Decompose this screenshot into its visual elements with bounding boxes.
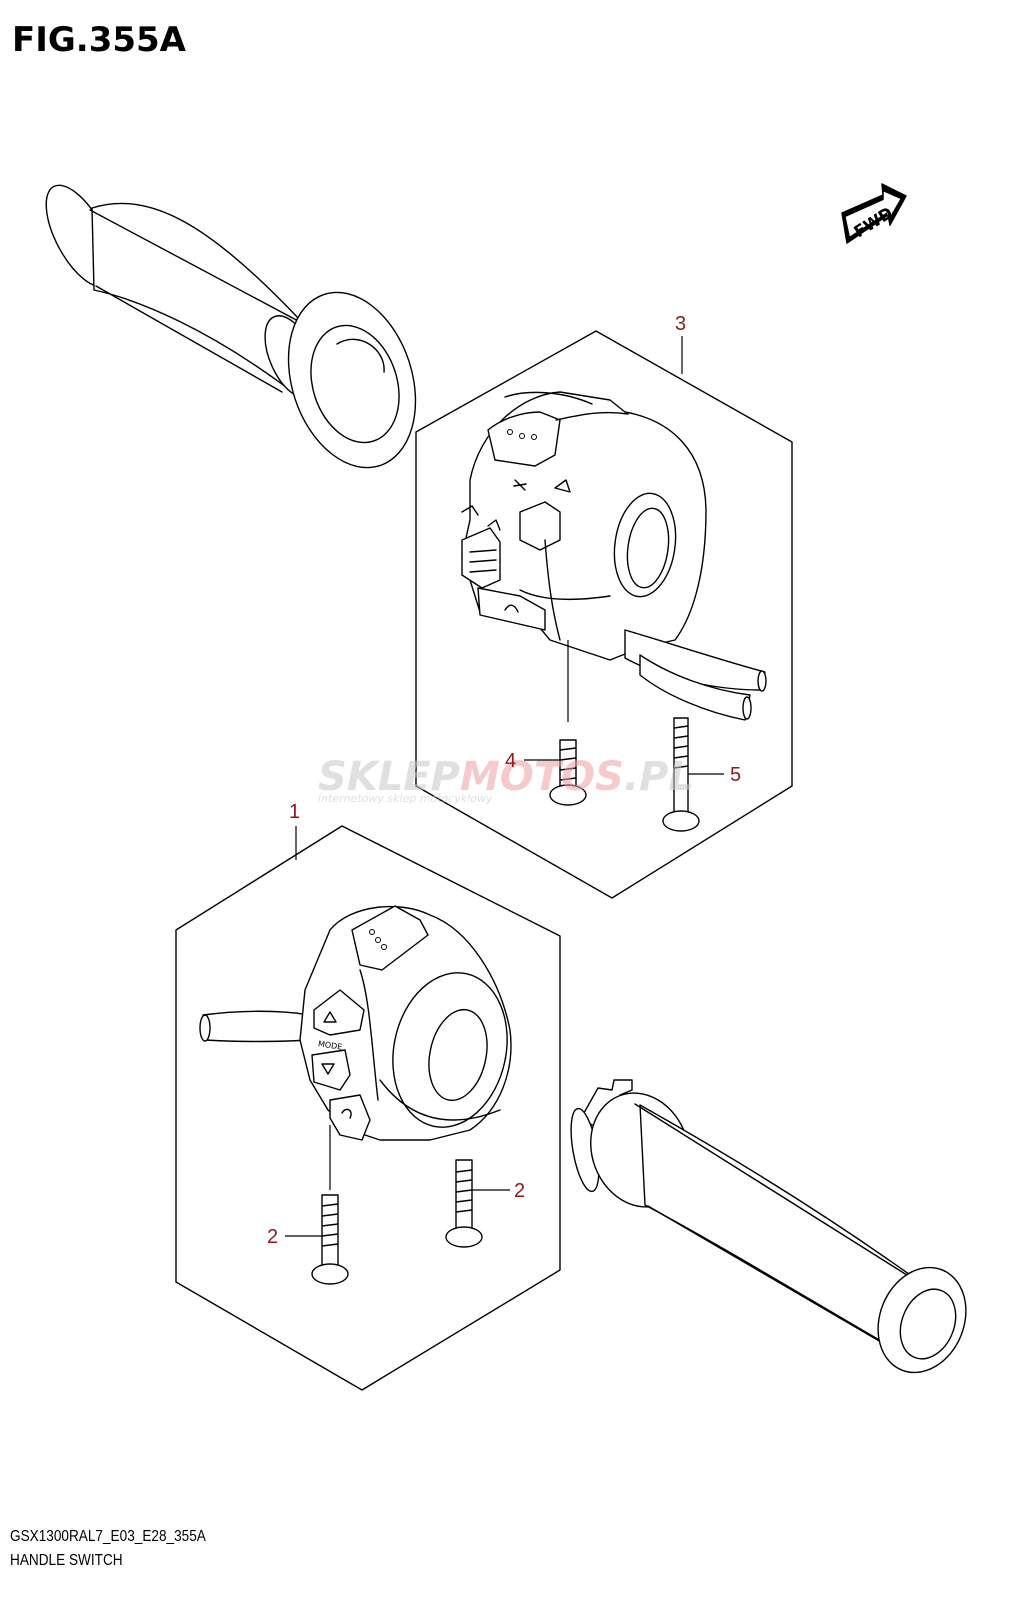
watermark-brand-a: SKLEP bbox=[318, 754, 460, 800]
screw-part-4 bbox=[549, 739, 587, 806]
assembly-outline-3 bbox=[415, 330, 793, 899]
screw-part-5 bbox=[662, 717, 700, 832]
watermark-brand-d: .PL bbox=[624, 754, 694, 800]
callout-5: 5 bbox=[688, 764, 741, 786]
callout-2b-label: 2 bbox=[514, 1180, 525, 1202]
callout-3: 3 bbox=[675, 313, 686, 374]
diagram-caption: HANDLE SWITCH bbox=[10, 1552, 123, 1569]
assembly-outline-1 bbox=[175, 825, 561, 1391]
callout-3-label: 3 bbox=[675, 313, 686, 335]
callout-1-label: 1 bbox=[289, 801, 300, 823]
right-handle-switch bbox=[461, 391, 767, 721]
mode-label: MODE bbox=[317, 1039, 342, 1051]
callout-4: 4 bbox=[505, 750, 560, 772]
callout-5-label: 5 bbox=[730, 764, 741, 786]
svg-text:SKLEPMOTOS.PL: SKLEPMOTOS.PL bbox=[318, 754, 694, 800]
watermark-logo: SKLEPMOTOS.PL internetowy sklep motocykl… bbox=[318, 754, 694, 805]
watermark-brand-c: S bbox=[595, 754, 624, 800]
callout-2a-label: 2 bbox=[267, 1226, 278, 1248]
screw-part-2-lower bbox=[311, 1194, 349, 1285]
callout-1: 1 bbox=[289, 801, 300, 860]
watermark-brand-b: MOTO bbox=[460, 754, 595, 800]
right-grip bbox=[570, 1079, 967, 1374]
callout-2b: 2 bbox=[472, 1180, 525, 1202]
callout-4-label: 4 bbox=[505, 750, 516, 772]
watermark-tagline: internetowy sklep motocyklowy bbox=[318, 792, 493, 805]
diagram-code: GSX1300RAL7_E03_E28_355A bbox=[10, 1528, 206, 1545]
fwd-arrow-icon: FWD bbox=[841, 183, 907, 244]
screw-part-2-upper bbox=[445, 1159, 483, 1248]
left-handle-switch: MODE bbox=[199, 905, 512, 1141]
left-grip bbox=[45, 184, 417, 469]
figure-title: FIG.355A bbox=[12, 20, 186, 60]
callout-2a: 2 bbox=[267, 1226, 322, 1248]
